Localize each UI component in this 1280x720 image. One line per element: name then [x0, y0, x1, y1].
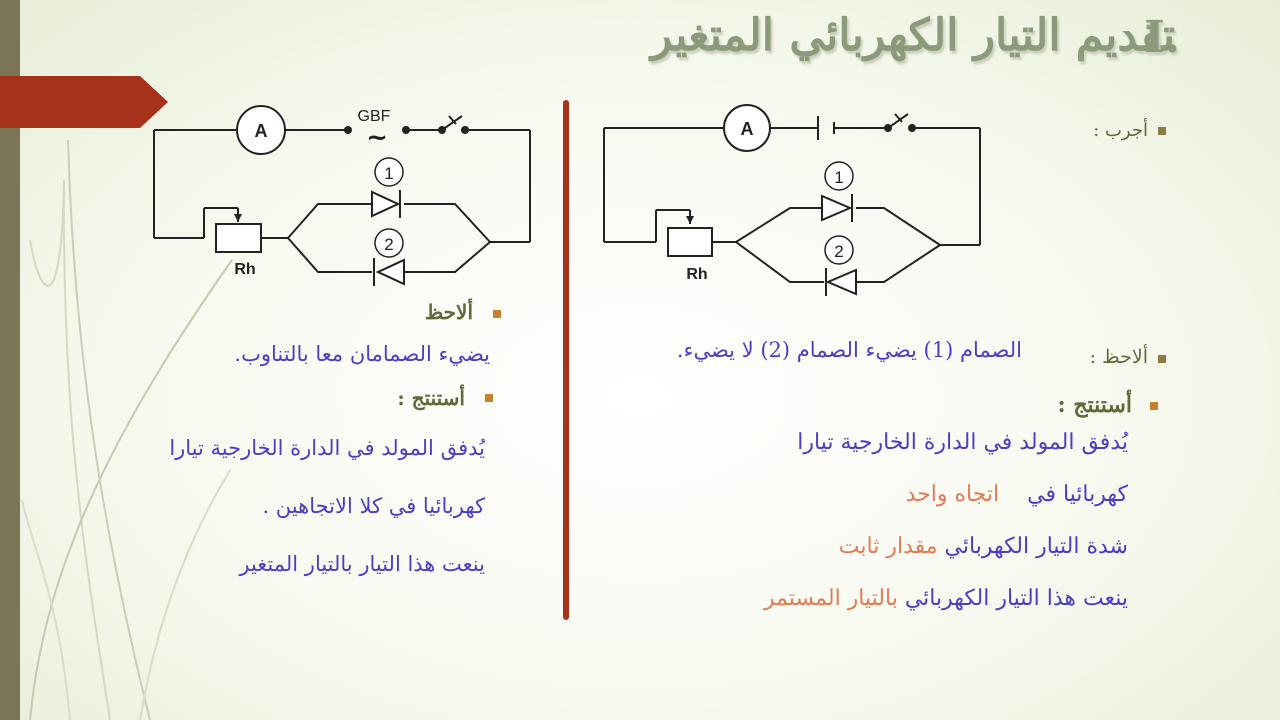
ammeter-label: A — [741, 119, 754, 139]
bullet-icon — [1150, 402, 1158, 410]
column-divider — [563, 100, 569, 620]
lamp-1-label: 1 — [834, 168, 843, 187]
observe-heading-right: ألاحظ : — [1089, 346, 1148, 368]
left-accent-bar — [0, 0, 20, 720]
rheostat-label: Rh — [234, 261, 255, 278]
ammeter — [236, 105, 286, 155]
rheostat-label: Rh — [686, 266, 707, 283]
observation-right: الصمام (1) يضيء الصمام (2) لا يضيء. — [676, 338, 1022, 362]
bullet-icon — [485, 394, 493, 402]
ammeter — [723, 104, 771, 152]
bullet-icon — [493, 310, 501, 318]
rheostat-arrow-icon — [234, 214, 242, 222]
conclusion-line-1-left: يُدفق المولد في الدارة الخارجية تيارا — [169, 436, 485, 460]
conclusion-line-3-left: ينعت هذا التيار بالتيار المتغير — [239, 552, 485, 576]
section-number: I. — [1144, 12, 1180, 63]
conclusion-line-4-right: ينعت هذا التيار الكهربائي بالتيار المستم… — [764, 586, 1128, 611]
rheostat — [667, 227, 713, 257]
generator-symbol: ~ — [366, 123, 388, 153]
title-arrow-banner — [0, 76, 168, 128]
generator-label: GBF — [358, 108, 391, 125]
ammeter-label: A — [255, 121, 268, 141]
lamp-2-label: 2 — [384, 235, 393, 254]
observation-left: يضيء الصمامان معا بالتناوب. — [234, 342, 490, 366]
conclusion-line-2-right: كهربائيا في اتجاه واحد — [905, 482, 1128, 507]
observe-heading-left: ألاحظ — [424, 300, 473, 324]
experiment-heading: أجرب : — [1093, 120, 1148, 141]
bullet-icon — [1158, 127, 1166, 135]
conclusion-line-3-right: شدة التيار الكهربائي مقدار ثابت — [838, 534, 1128, 559]
bullet-icon — [1158, 355, 1166, 363]
conclusion-line-2-left: كهربائيا في كلا الاتجاهين . — [262, 494, 485, 518]
conclude-heading-left: أستنتج : — [397, 386, 465, 410]
page-title: تقديم التيار الكهربائي المتغير — [650, 10, 1175, 61]
diode-1-icon — [821, 194, 853, 222]
decorative-leaves — [21, 139, 233, 720]
rheostat — [215, 223, 262, 253]
conclude-heading-right: أستنتج : — [1057, 392, 1132, 418]
diode-2-icon — [825, 268, 857, 296]
conclusion-line-1-right: يُدفق المولد في الدارة الخارجية تيارا — [797, 430, 1128, 455]
lamp-1-label: 1 — [384, 164, 393, 183]
lamp-2-label: 2 — [834, 242, 843, 261]
diode-2-icon — [375, 258, 405, 286]
rheostat-arrow-icon — [686, 216, 694, 224]
diode-1-icon — [371, 190, 401, 218]
